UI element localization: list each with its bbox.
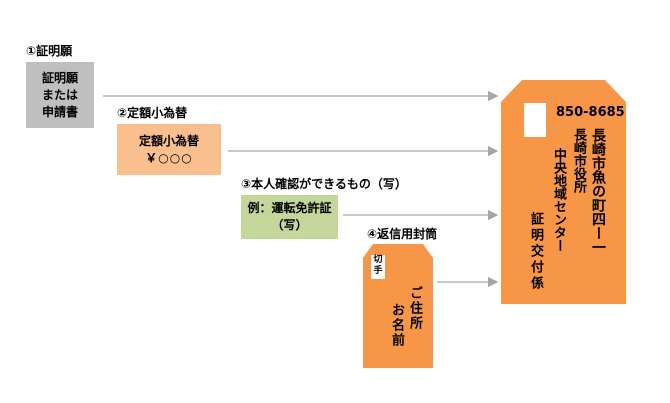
item-2-line: 定額小為替 [138,133,199,148]
item-1-label: ①証明願 [26,44,73,58]
item-3-line: （写） [271,218,308,232]
address-line-1: 長崎市魚の町四ー一 [590,128,606,254]
item-3-box: 例：運転免許証 （写） [241,195,338,239]
address-line-3: 中央地域センター [551,148,566,252]
envelope-stamp-area [524,103,546,137]
item-1-line: または [41,87,78,102]
item-3-line: 例：運転免許証 [247,201,332,215]
item-1-line: 証明願 [41,70,78,85]
item-2-box: 定額小為替 ￥○○○ [117,124,221,175]
item-2-label: ②定額小為替 [117,106,188,120]
stamp-box: 切 手 [371,255,385,279]
address-line-4: 証明交付係 [528,212,543,292]
postal-code: 850-8685 [556,105,625,120]
sender-name-line: お名前 [389,303,404,348]
item-1-line: 申請書 [41,104,78,119]
sender-address-line: ご住所 [407,286,422,331]
item-4-label: ④返信用封筒 [367,227,438,241]
item-2-line: ￥○○○ [145,150,193,165]
stamp-text: 手 [373,266,383,276]
item-1-box: 証明願 または 申請書 [26,62,94,128]
item-3-label: ③本人確認ができるもの（写） [241,177,407,191]
stamp-text: 切 [373,255,383,265]
address-line-2: 長崎市役所 [571,128,586,193]
